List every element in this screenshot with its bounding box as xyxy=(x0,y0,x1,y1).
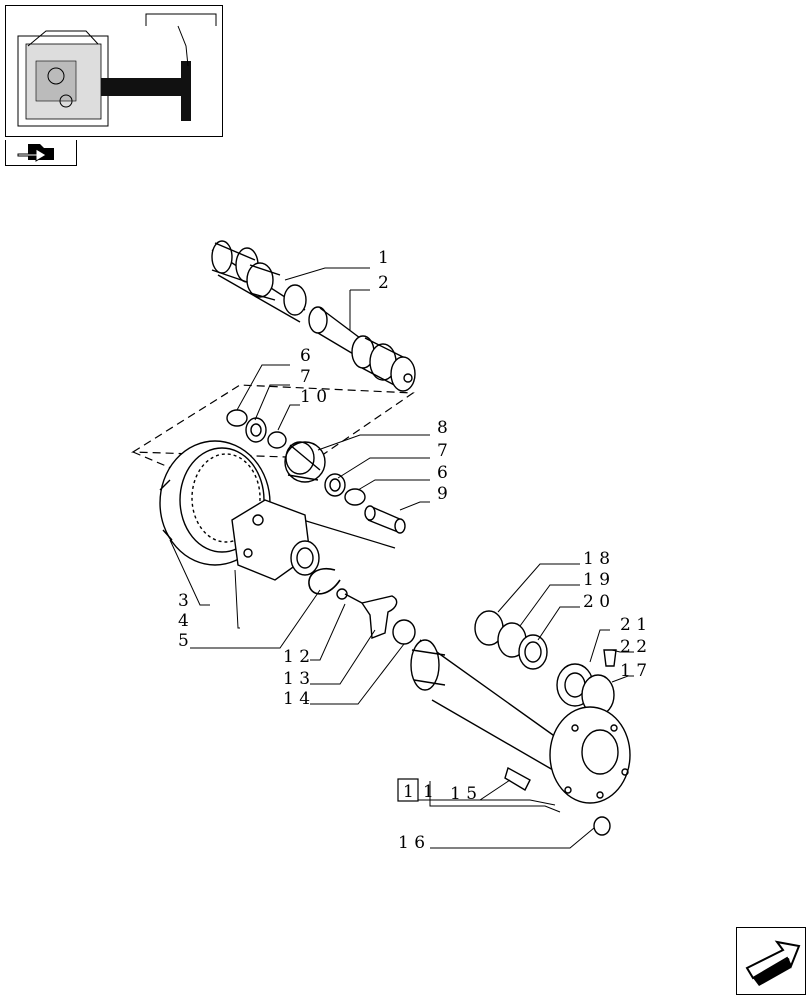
callout-9: 9 xyxy=(437,484,448,504)
part-9-pin xyxy=(364,505,406,534)
axle-shaft xyxy=(410,639,631,804)
callout-16: 1 6 xyxy=(398,833,425,853)
callout-7-lower: 7 xyxy=(437,441,448,461)
kit-reference-box: 1 1 xyxy=(397,778,434,802)
part-17-seal-ring xyxy=(581,674,615,716)
callout-19: 1 9 xyxy=(583,570,610,590)
part-21-bearing xyxy=(556,663,594,707)
part-3-ring-gear xyxy=(159,440,271,566)
next-page-arrow-glyph xyxy=(745,940,801,986)
part-16-nut xyxy=(593,816,611,836)
callout-3: 3 xyxy=(178,591,189,611)
callout-1: 1 xyxy=(378,248,389,268)
arrow-folder-icon[interactable] xyxy=(5,140,77,166)
leader-lines xyxy=(169,267,634,849)
part-15-wheel-stud xyxy=(504,766,531,791)
part-12-bolt xyxy=(336,588,363,604)
callout-4: 4 xyxy=(178,611,189,631)
callout-6-upper: 6 xyxy=(300,346,311,366)
part-8-planet-gear xyxy=(284,441,326,483)
callout-6-lower: 6 xyxy=(437,463,448,483)
part-18-seal xyxy=(474,610,504,646)
assembly-thumbnail[interactable] xyxy=(5,5,223,137)
callout-13: 1 3 xyxy=(283,669,310,689)
part-14-washer xyxy=(392,619,416,645)
part-4-planet-carrier xyxy=(231,499,320,581)
callout-5: 5 xyxy=(178,631,189,651)
part-10-spacer xyxy=(267,431,287,449)
callout-20: 2 0 xyxy=(583,592,610,612)
callout-21: 2 1 xyxy=(620,615,647,635)
next-page-arrow-icon[interactable] xyxy=(736,927,806,995)
part-5-circlip xyxy=(308,568,341,595)
callout-2: 2 xyxy=(378,273,389,293)
callout-labels: 1 2 6 7 1 0 8 7 6 9 3 4 5 1 2 1 3 1 4 1 … xyxy=(178,248,647,853)
callout-12: 1 2 xyxy=(283,647,310,667)
callout-22: 2 2 xyxy=(620,637,647,657)
callout-10: 1 0 xyxy=(300,387,327,407)
part-20-bearing-race xyxy=(518,634,548,670)
callout-14: 1 4 xyxy=(283,689,310,709)
part-7-bearing-upper xyxy=(245,417,267,443)
part-6-washer-lower xyxy=(344,488,366,506)
part-19-seal xyxy=(497,622,527,658)
kit-box-digit: 1 xyxy=(403,782,414,802)
callout-17: 1 7 xyxy=(620,661,647,681)
part-7-bearing-lower xyxy=(324,473,346,497)
part-6-washer-upper xyxy=(226,409,248,427)
dashed-assembly-outline xyxy=(131,384,415,459)
part-2-splined-shaft xyxy=(308,306,416,392)
assembly-thumbnail-drawing xyxy=(17,13,217,127)
part-13-lever xyxy=(360,595,398,639)
part-1-splined-shaft xyxy=(211,240,307,323)
callout-15: 1 5 xyxy=(450,784,477,804)
callout-8: 8 xyxy=(437,418,448,438)
callout-7-upper: 7 xyxy=(300,367,311,387)
arrow-folder-glyph xyxy=(17,144,54,162)
part-22-grease-nipple xyxy=(603,649,617,667)
callout-18: 1 8 xyxy=(583,549,610,569)
kit-box-tail-digit: 1 xyxy=(423,782,434,802)
